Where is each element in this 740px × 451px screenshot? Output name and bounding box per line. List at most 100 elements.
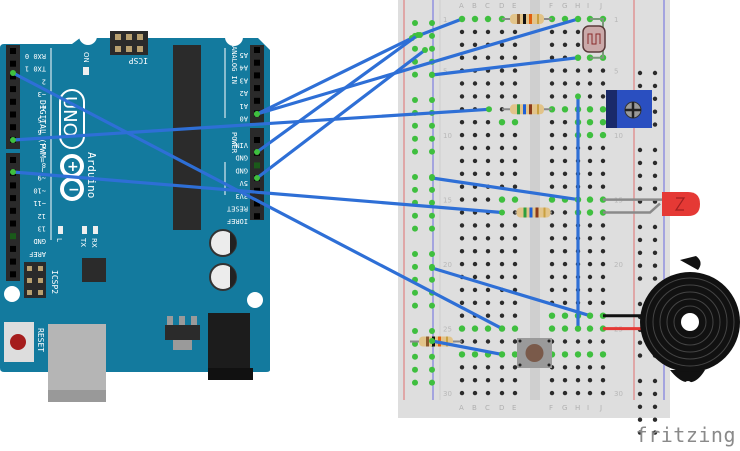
header-socket[interactable] bbox=[10, 48, 16, 54]
breadboard-hole[interactable] bbox=[511, 325, 519, 332]
breadboard-hole[interactable] bbox=[512, 249, 518, 254]
breadboard-hole[interactable] bbox=[587, 158, 593, 164]
wire-endpoint[interactable] bbox=[575, 54, 581, 61]
header-socket[interactable] bbox=[10, 73, 16, 80]
header-socket[interactable] bbox=[10, 195, 16, 202]
power-rail-hole[interactable] bbox=[429, 32, 435, 39]
power-rail-hole[interactable] bbox=[637, 430, 643, 435]
breadboard-hole[interactable] bbox=[549, 184, 555, 189]
header-socket[interactable] bbox=[10, 271, 16, 278]
breadboard-hole[interactable] bbox=[485, 145, 491, 151]
breadboard-hole[interactable] bbox=[472, 378, 478, 383]
breadboard-hole[interactable] bbox=[471, 15, 479, 23]
breadboard-hole[interactable] bbox=[587, 261, 593, 267]
breadboard-hole[interactable] bbox=[485, 378, 491, 383]
power-rail-hole[interactable] bbox=[652, 224, 658, 230]
breadboard-hole[interactable] bbox=[600, 287, 606, 293]
breadboard-hole[interactable] bbox=[562, 223, 568, 228]
breadboard-hole[interactable] bbox=[562, 365, 568, 370]
breadboard-hole[interactable] bbox=[562, 42, 568, 47]
breadboard-hole[interactable] bbox=[512, 378, 518, 383]
power-rail-hole[interactable] bbox=[429, 302, 435, 309]
breadboard-hole[interactable] bbox=[485, 365, 491, 370]
power-rail-hole[interactable] bbox=[429, 186, 435, 193]
breadboard-hole[interactable] bbox=[485, 158, 491, 164]
breadboard-hole[interactable] bbox=[459, 94, 465, 99]
power-rail-hole[interactable] bbox=[637, 263, 643, 268]
power-rail-hole[interactable] bbox=[429, 276, 435, 283]
breadboard-hole[interactable] bbox=[561, 15, 569, 23]
button-cap[interactable] bbox=[525, 344, 544, 362]
power-rail-hole[interactable] bbox=[412, 186, 418, 193]
header-socket[interactable] bbox=[254, 85, 260, 92]
breadboard-hole[interactable] bbox=[599, 351, 607, 358]
breadboard-hole[interactable] bbox=[459, 42, 465, 47]
breadboard-hole[interactable] bbox=[587, 184, 593, 189]
breadboard-hole[interactable] bbox=[499, 313, 505, 318]
breadboard-hole[interactable] bbox=[499, 42, 505, 47]
power-rail-hole[interactable] bbox=[652, 378, 658, 384]
breadboard-hole[interactable] bbox=[485, 94, 491, 99]
header-socket[interactable] bbox=[10, 157, 16, 163]
header-socket[interactable] bbox=[254, 72, 260, 79]
breadboard-hole[interactable] bbox=[562, 236, 568, 241]
breadboard-hole[interactable] bbox=[472, 42, 478, 47]
wire-endpoint[interactable] bbox=[575, 325, 581, 332]
wire-endpoint[interactable] bbox=[459, 16, 465, 22]
breadboard-hole[interactable] bbox=[498, 119, 506, 126]
breadboard-hole[interactable] bbox=[485, 287, 491, 293]
breadboard-hole[interactable] bbox=[600, 236, 606, 241]
breadboard-hole[interactable] bbox=[586, 106, 594, 113]
breadboard-hole[interactable] bbox=[586, 351, 594, 358]
header-socket[interactable] bbox=[10, 124, 16, 131]
breadboard-hole[interactable] bbox=[600, 158, 606, 164]
breadboard-hole[interactable] bbox=[587, 378, 593, 383]
breadboard-hole[interactable] bbox=[562, 274, 568, 280]
breadboard-hole[interactable] bbox=[587, 274, 593, 280]
wire-endpoint[interactable] bbox=[429, 72, 435, 78]
breadboard-hole[interactable] bbox=[499, 365, 505, 370]
breadboard-hole[interactable] bbox=[512, 94, 518, 99]
breadboard-hole[interactable] bbox=[499, 261, 505, 267]
breadboard-hole[interactable] bbox=[472, 339, 478, 344]
power-rail-hole[interactable] bbox=[652, 186, 658, 191]
power-rail-hole[interactable] bbox=[637, 417, 643, 422]
header-socket[interactable] bbox=[10, 98, 16, 105]
breadboard-hole[interactable] bbox=[499, 236, 505, 241]
breadboard-hole[interactable] bbox=[600, 94, 606, 99]
wire-endpoint[interactable] bbox=[254, 149, 260, 155]
header-socket[interactable] bbox=[10, 111, 16, 118]
power-rail-hole[interactable] bbox=[412, 263, 418, 270]
breadboard-hole[interactable] bbox=[459, 132, 465, 138]
breadboard-hole[interactable] bbox=[499, 55, 505, 60]
breadboard-hole[interactable] bbox=[600, 249, 606, 254]
breadboard-hole[interactable] bbox=[599, 106, 607, 113]
breadboard-hole[interactable] bbox=[549, 81, 555, 86]
pushbutton[interactable] bbox=[517, 338, 552, 368]
breadboard-hole[interactable] bbox=[459, 365, 465, 370]
breadboard-hole[interactable] bbox=[561, 351, 569, 358]
breadboard-hole[interactable] bbox=[549, 132, 555, 138]
power-rail-hole[interactable] bbox=[652, 391, 658, 397]
breadboard-hole[interactable] bbox=[600, 378, 606, 383]
breadboard-hole[interactable] bbox=[587, 145, 593, 151]
breadboard-hole[interactable] bbox=[575, 365, 581, 370]
power-rail-hole[interactable] bbox=[412, 379, 418, 386]
power-rail-hole[interactable] bbox=[429, 20, 435, 26]
breadboard-hole[interactable] bbox=[575, 378, 581, 383]
breadboard-hole[interactable] bbox=[512, 390, 518, 396]
power-rail-hole[interactable] bbox=[637, 301, 643, 307]
breadboard-hole[interactable] bbox=[512, 55, 518, 60]
breadboard-hole[interactable] bbox=[485, 261, 491, 267]
breadboard-hole[interactable] bbox=[599, 119, 607, 126]
breadboard-hole[interactable] bbox=[472, 55, 478, 60]
breadboard-hole[interactable] bbox=[574, 351, 582, 358]
breadboard-hole[interactable] bbox=[472, 132, 478, 138]
breadboard-hole[interactable] bbox=[512, 223, 518, 228]
breadboard-hole[interactable] bbox=[499, 378, 505, 383]
breadboard-hole[interactable] bbox=[575, 68, 581, 73]
jumper-wire[interactable] bbox=[430, 339, 504, 356]
power-rail-hole[interactable] bbox=[412, 353, 418, 360]
breadboard-hole[interactable] bbox=[485, 300, 491, 305]
breadboard-hole[interactable] bbox=[472, 300, 478, 305]
